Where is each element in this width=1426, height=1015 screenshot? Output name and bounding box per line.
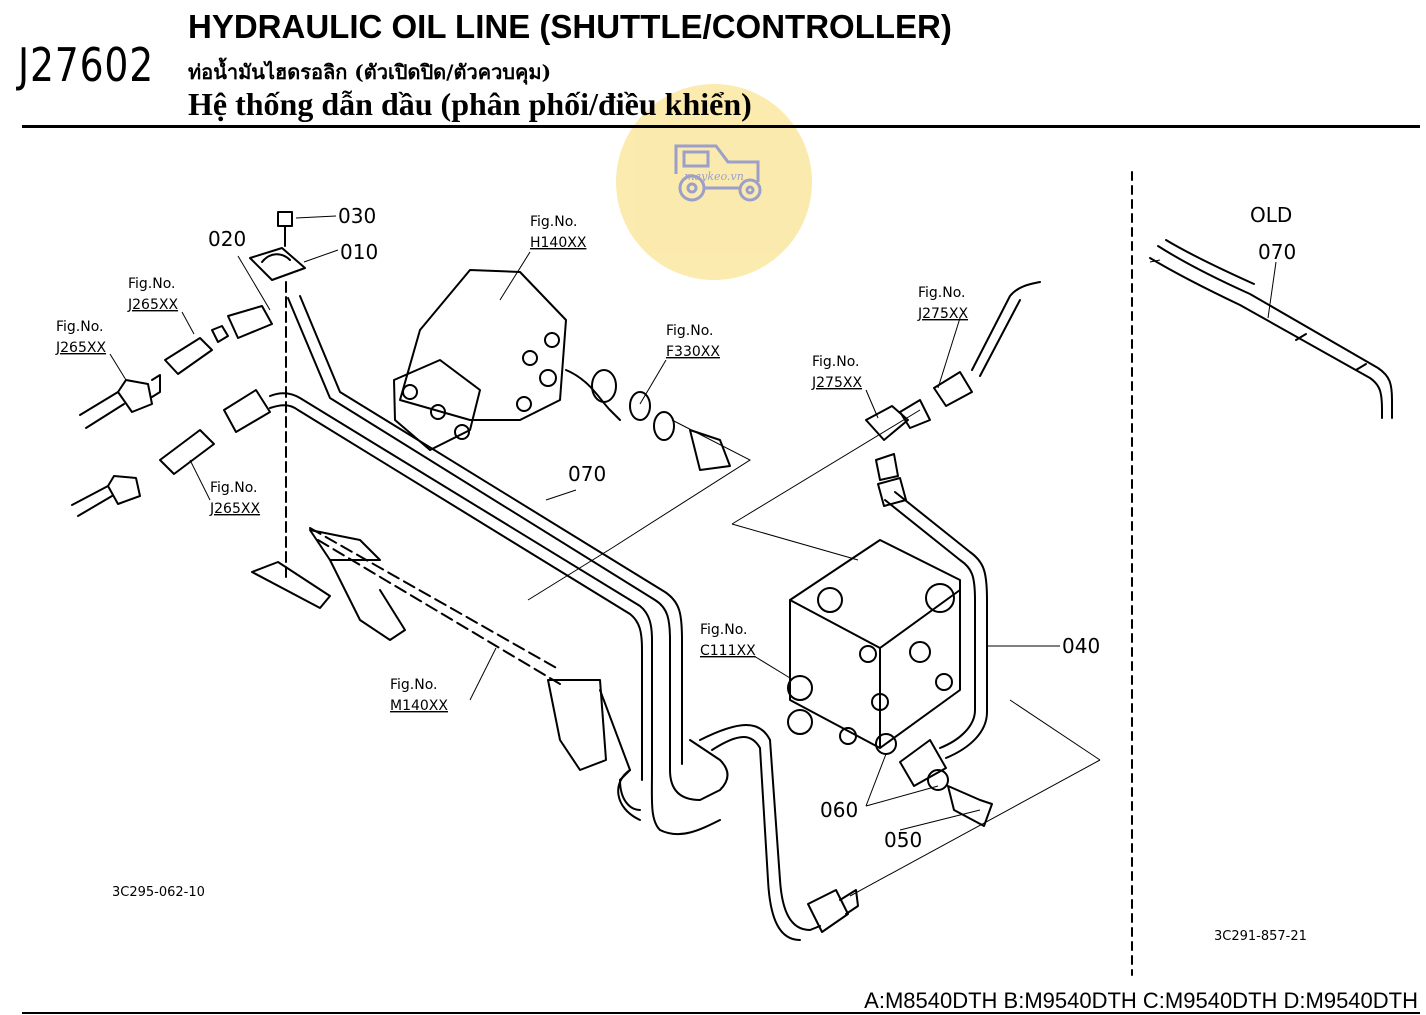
fig-no-label: Fig.No. xyxy=(128,276,176,292)
fig-no-label: Fig.No. xyxy=(666,323,714,339)
page-title-vi: Hệ thống dẫn dầu (phân phối/điều khiển) xyxy=(188,86,752,122)
fig-ref-f330: F330XX xyxy=(666,344,720,360)
fig-no-label: Fig.No. xyxy=(390,677,438,693)
control-valve-c111 xyxy=(787,539,993,827)
watermark-logo: maykeo.vn xyxy=(616,84,812,280)
fig-ref-j265-c: J265XX xyxy=(209,501,260,517)
label-070: 070 xyxy=(568,462,606,486)
clamp-010 xyxy=(249,211,306,581)
left-fittings xyxy=(71,305,273,517)
page-title-en: HYDRAULIC OIL LINE (SHUTTLE/CONTROLLER) xyxy=(188,8,952,45)
fig-ref-m140: M140XX xyxy=(390,698,448,714)
label-030: 030 xyxy=(338,204,376,228)
pipe-040 xyxy=(884,491,988,759)
label-010: 010 xyxy=(340,240,378,264)
label-050: 050 xyxy=(884,828,922,852)
old-pipe-070 xyxy=(1149,239,1393,419)
drawing-ref-left: 3C295-062-10 xyxy=(112,885,205,900)
tractor-icon xyxy=(674,144,762,202)
label-old-070: 070 xyxy=(1258,240,1296,264)
end-fitting xyxy=(807,889,859,933)
fig-ref-c111: C111XX xyxy=(700,643,756,659)
label-060: 060 xyxy=(820,798,858,822)
tee-fitting-j275 xyxy=(865,281,1041,507)
header-rule xyxy=(22,125,1420,128)
leader-lines xyxy=(109,215,1277,897)
label-old: OLD xyxy=(1250,203,1292,227)
pipe-070 xyxy=(269,295,821,941)
model-list: A:M8540DTH B:M9540DTH C:M9540DTH D:M9540… xyxy=(864,988,1418,1013)
page-title-th: ท่อน้ำมันไฮดรอลิก (ตัวเปิดปิด/ตัวควบคุม) xyxy=(188,60,552,84)
fig-ref-j265-a: J265XX xyxy=(127,297,178,313)
steering-unit-h140 xyxy=(393,269,731,471)
fig-ref-j265-b: J265XX xyxy=(55,340,106,356)
fig-no-label: Fig.No. xyxy=(812,354,860,370)
fig-ref-j275-b: J275XX xyxy=(811,375,862,391)
label-040: 040 xyxy=(1062,634,1100,658)
fig-ref-h140: H140XX xyxy=(530,235,587,251)
fig-no-label: Fig.No. xyxy=(700,622,748,638)
watermark-text: maykeo.vn xyxy=(684,170,744,183)
fig-no-label: Fig.No. xyxy=(530,214,578,230)
fig-no-label: Fig.No. xyxy=(210,480,258,496)
fig-ref-j275-a: J275XX xyxy=(917,306,968,322)
fig-no-label: Fig.No. xyxy=(56,319,104,335)
page-code: J27602 xyxy=(18,38,155,92)
bracket-m140 xyxy=(251,527,631,781)
fig-no-label: Fig.No. xyxy=(918,285,966,301)
label-020: 020 xyxy=(208,227,246,251)
footer-rule xyxy=(22,1012,1420,1014)
drawing-ref-right: 3C291-857-21 xyxy=(1214,929,1307,944)
